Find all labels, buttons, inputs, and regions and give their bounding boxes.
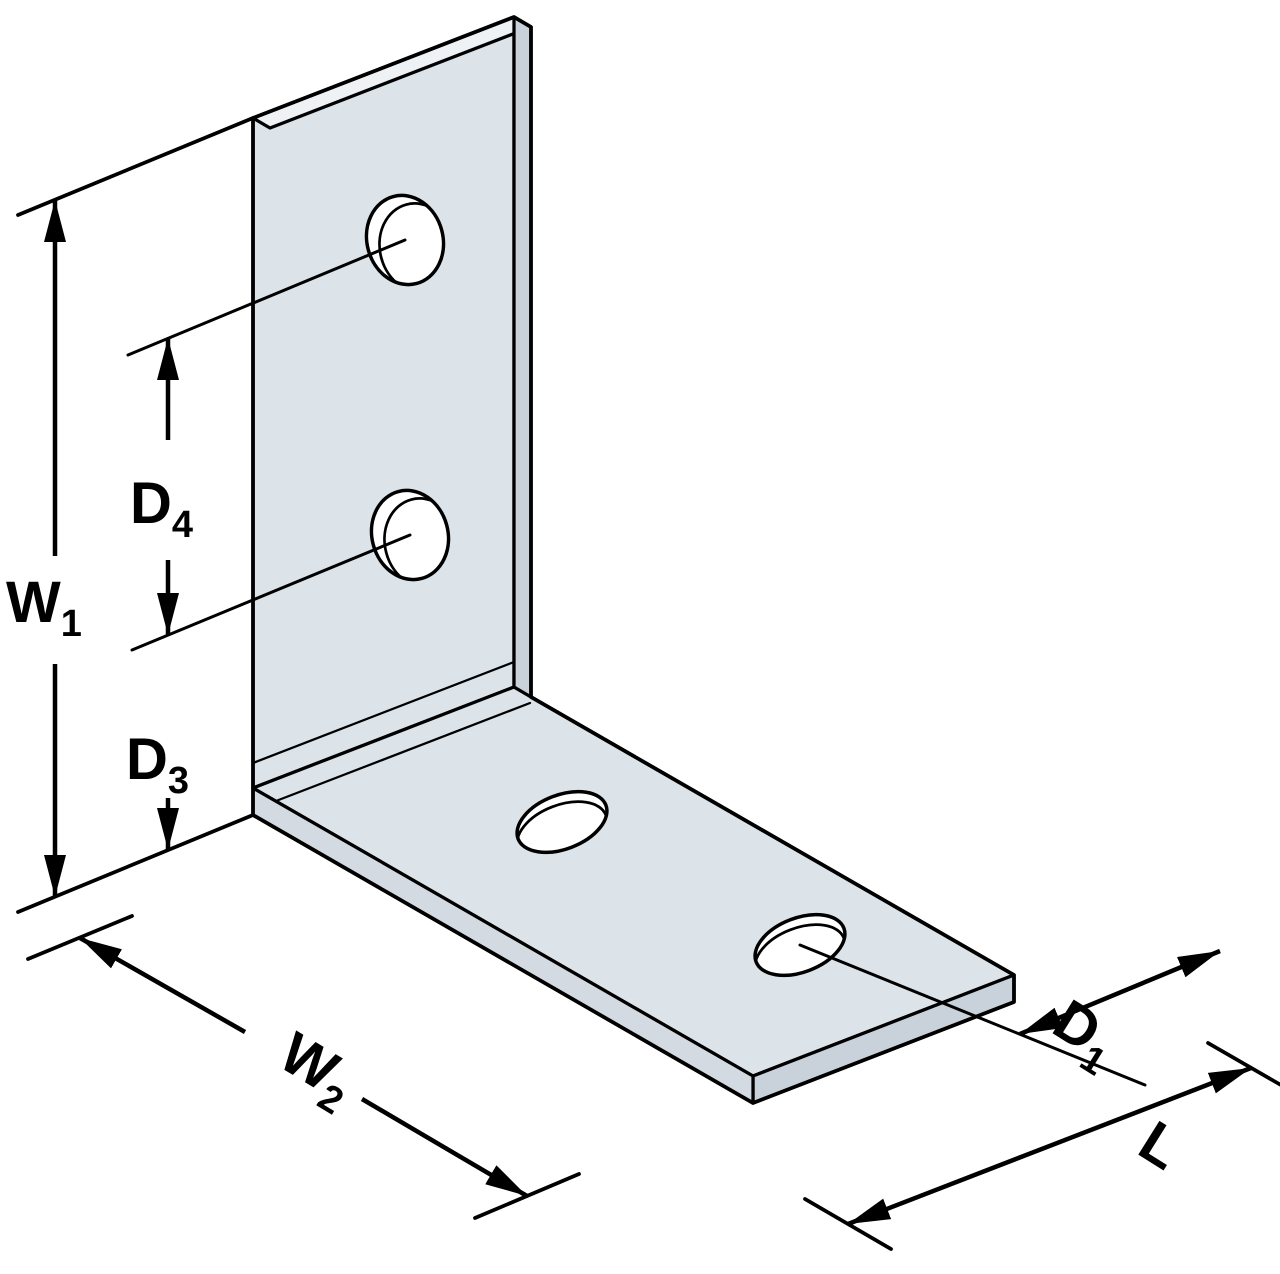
bracket [251, 15, 1016, 1105]
l-extension-tick-far [1206, 1041, 1280, 1087]
dimension-w1: W1 [6, 116, 255, 914]
d1-dimension-line [1019, 948, 1221, 1037]
dimensions: W1 D4 D3 W2 D1 [6, 116, 1280, 1251]
w1-extension-line-top [16, 116, 255, 217]
w1-label: W1 [6, 570, 82, 645]
l-dimension-line [847, 1065, 1252, 1227]
w2-extension-tick-near [26, 914, 134, 961]
bend-line-upper [251, 660, 516, 765]
vertical-leg-side-edge-face [512, 15, 533, 699]
dimension-w2: W2 [26, 914, 581, 1220]
dimension-d3: D3 [126, 727, 189, 850]
w2-dimension-line-near [78, 936, 247, 1034]
d3-label: D3 [126, 727, 189, 802]
w2-label: W2 [264, 1020, 368, 1123]
bracket-silhouette [251, 15, 1016, 1105]
l-label: L [1128, 1109, 1192, 1183]
d4-label: D4 [130, 471, 193, 546]
dimension-l: L [803, 1041, 1280, 1251]
vertical-leg-front-face [251, 15, 516, 790]
leader-line-hole-horizontal-2 [798, 943, 1147, 1087]
dimension-d1: D1 [1019, 948, 1221, 1084]
d1-label: D1 [1037, 987, 1130, 1084]
w2-dimension-line-far [360, 1097, 529, 1198]
leader-line-hole-vertical-1 [126, 238, 407, 357]
bend-line-lower [274, 701, 532, 803]
dimension-d4: D4 [130, 338, 193, 635]
